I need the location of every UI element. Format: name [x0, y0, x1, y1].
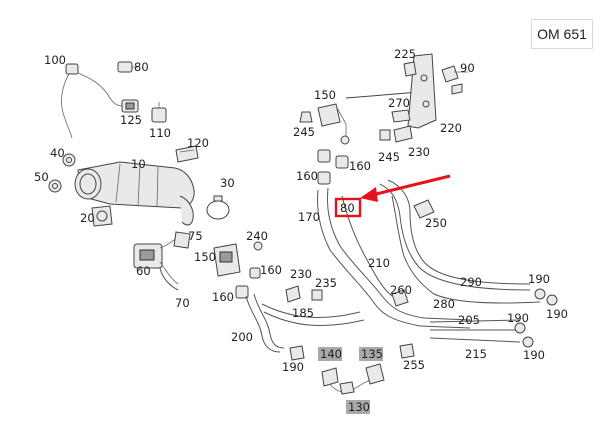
- red-arrow-pointer: [360, 174, 451, 202]
- callout-245-a: 245: [293, 125, 315, 139]
- nut-40: [62, 153, 76, 167]
- callout-230-top: 230: [408, 145, 430, 159]
- clip-160-c: [317, 171, 331, 185]
- clamp-30: [206, 195, 230, 220]
- callout-20: 20: [80, 211, 95, 225]
- clip-160-e: [249, 267, 261, 279]
- sensor-assembly-130-135-140: [321, 363, 385, 395]
- tube-290-280: [379, 179, 541, 304]
- callout-205: 205: [458, 313, 480, 327]
- callout-70: 70: [175, 296, 190, 310]
- clip-230-mid: [285, 285, 301, 303]
- callout-220: 220: [440, 121, 462, 135]
- callout-150-top: 150: [314, 88, 336, 102]
- sensor-120: [175, 145, 199, 163]
- engine-code-label: OM 651: [531, 19, 593, 49]
- clip-255: [399, 343, 415, 359]
- callout-150-mid: 150: [194, 250, 216, 264]
- clip-245-b: [379, 129, 391, 141]
- dpf-catalyst-10: [74, 161, 195, 226]
- callout-225: 225: [394, 47, 416, 61]
- callout-255: 255: [403, 358, 425, 372]
- callout-140: 140: [320, 347, 342, 361]
- clip-160-d: [235, 285, 249, 299]
- callout-190-c: 190: [507, 311, 529, 325]
- callout-250: 250: [425, 216, 447, 230]
- nut-50: [48, 179, 62, 193]
- callout-290: 290: [460, 275, 482, 289]
- callout-160-d: 160: [212, 290, 234, 304]
- gasket-20: [91, 205, 113, 227]
- callout-160-a: 160: [296, 169, 318, 183]
- tube-205-215: [429, 319, 521, 343]
- callout-110: 110: [149, 126, 171, 140]
- callout-280: 280: [433, 297, 455, 311]
- callout-245-b: 245: [378, 150, 400, 164]
- callout-270: 270: [388, 96, 410, 110]
- bracket-75: [173, 231, 191, 249]
- callout-200: 200: [231, 330, 253, 344]
- callout-60: 60: [136, 264, 151, 278]
- sensor-110: [151, 102, 167, 123]
- valve-60: [133, 235, 183, 285]
- clip-160-b: [335, 155, 349, 169]
- gray-tag-130: [346, 400, 370, 414]
- clip-270: [391, 109, 411, 123]
- callout-230-mid: 230: [290, 267, 312, 281]
- callout-10: 10: [131, 157, 146, 171]
- callout-190-b: 190: [546, 307, 568, 321]
- plug-80-top: [117, 61, 138, 73]
- clip-250: [413, 199, 435, 219]
- highlight-box-80: [334, 197, 362, 218]
- bracket-220: [345, 53, 437, 129]
- callout-235: 235: [315, 276, 337, 290]
- clip-245-a: [299, 111, 313, 123]
- clip-160-a: [317, 149, 331, 163]
- hose-70: [159, 267, 179, 291]
- callout-100: 100: [44, 53, 66, 67]
- callout-190-e: 190: [282, 360, 304, 374]
- clip-235: [311, 289, 323, 301]
- bolt-240: [253, 241, 263, 251]
- callout-160-c: 160: [260, 263, 282, 277]
- callout-75: 75: [188, 229, 203, 243]
- sensor-125: [121, 99, 139, 113]
- clip-230-top: [393, 125, 413, 143]
- clamps-190-right: [514, 288, 558, 348]
- callout-125: 125: [120, 113, 142, 127]
- callout-90: 90: [460, 61, 475, 75]
- callout-135: 135: [361, 347, 383, 361]
- sensor-150-top: [317, 103, 350, 145]
- callout-170: 170: [298, 210, 320, 224]
- callout-40: 40: [50, 146, 65, 160]
- callout-50: 50: [34, 170, 49, 184]
- hose-200: [245, 293, 365, 353]
- callout-80-highlighted: 80: [340, 201, 355, 215]
- callout-240: 240: [246, 229, 268, 243]
- bolt-90: [441, 65, 468, 95]
- callout-120: 120: [187, 136, 209, 150]
- gray-tag-135: [359, 347, 383, 361]
- clip-190-bottom: [289, 345, 305, 361]
- callout-190-d: 190: [523, 348, 545, 362]
- nut-225: [403, 61, 417, 77]
- callout-30: 30: [220, 176, 235, 190]
- gray-tag-140: [318, 347, 342, 361]
- clip-260: [391, 289, 409, 307]
- callout-190-a: 190: [528, 272, 550, 286]
- callout-215: 215: [465, 347, 487, 361]
- callout-210: 210: [368, 256, 390, 270]
- valve-150-mid: [213, 243, 241, 277]
- callout-185: 185: [292, 306, 314, 320]
- callout-130: 130: [348, 400, 370, 414]
- callout-260: 260: [390, 283, 412, 297]
- callout-160-b: 160: [349, 159, 371, 173]
- callout-80-top: 80: [134, 60, 149, 74]
